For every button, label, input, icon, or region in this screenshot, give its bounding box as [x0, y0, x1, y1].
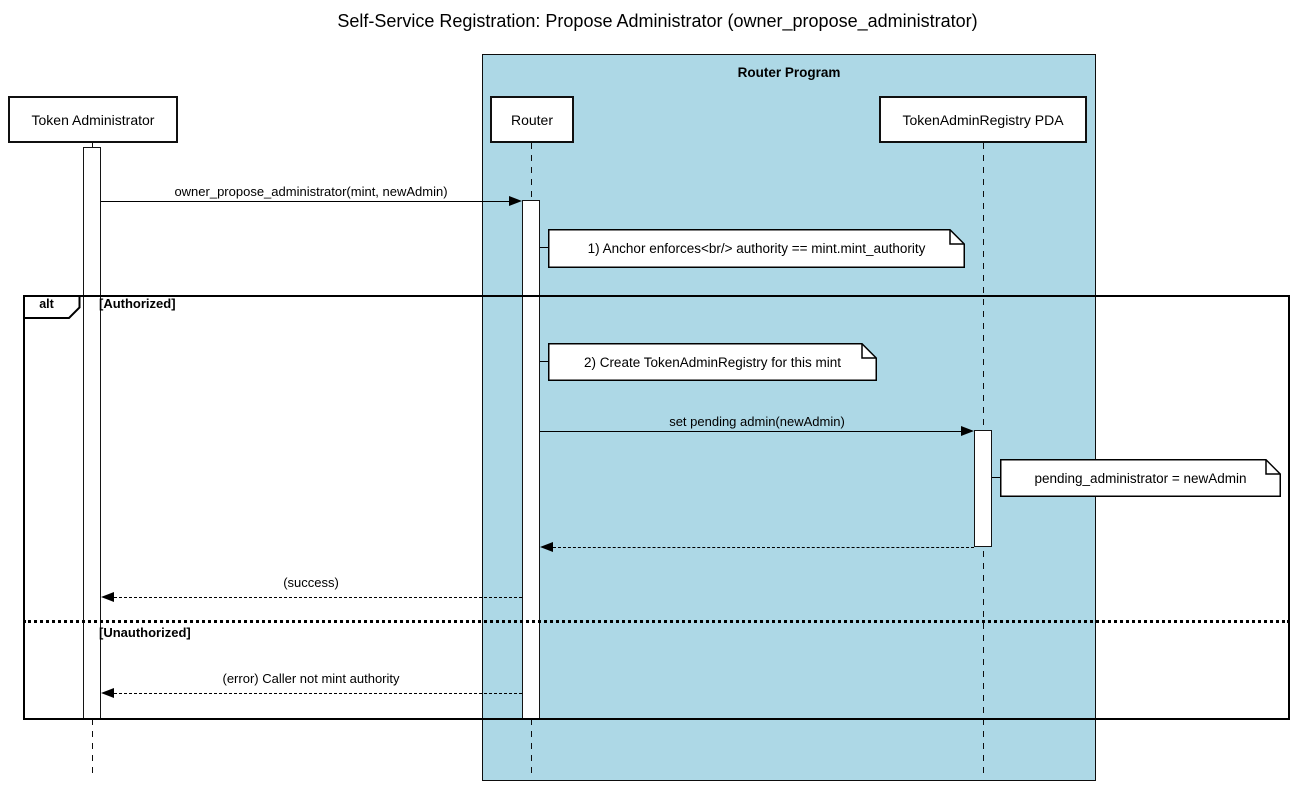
alt-frame	[23, 295, 1290, 720]
arrowhead-right-icon	[961, 426, 974, 436]
message-line-return-to-router	[553, 547, 974, 548]
note-connector	[540, 361, 548, 362]
message-line-owner-propose-administrator	[101, 201, 509, 202]
message-label-error: (error) Caller not mint authority	[222, 671, 400, 686]
arrowhead-left-icon	[101, 688, 114, 698]
note-connector	[540, 247, 548, 248]
message-label-owner-propose-administrator: owner_propose_administrator(mint, newAdm…	[174, 184, 448, 199]
message-line-set-pending-admin	[540, 431, 962, 432]
alt-guard-unauthorized: [Unauthorized]	[99, 625, 191, 640]
note-shape-icon	[548, 343, 877, 381]
router-program-group-box	[482, 54, 1096, 781]
participant-tokenadminregistry-pda: TokenAdminRegistry PDA	[879, 96, 1087, 143]
participant-tokenadminregistry-pda-label: TokenAdminRegistry PDA	[902, 111, 1064, 128]
router-program-group-label: Router Program	[737, 65, 841, 80]
note-shape-icon	[1000, 459, 1281, 497]
note-shape-icon	[548, 229, 965, 268]
note-pending-administrator-text: pending_administrator = newAdmin	[1034, 470, 1247, 486]
alt-pentagon-icon	[23, 295, 81, 319]
message-line-error	[114, 693, 522, 694]
participant-token-administrator: Token Administrator	[8, 96, 178, 143]
note-connector	[992, 477, 1000, 478]
note-create-registry-text: 2) Create TokenAdminRegistry for this mi…	[583, 354, 842, 370]
arrowhead-left-icon	[101, 592, 114, 602]
activation-tokenadminregistry-pda	[974, 430, 992, 547]
message-label-success: (success)	[283, 575, 339, 590]
participant-router: Router	[490, 96, 574, 143]
alt-guard-authorized: [Authorized]	[99, 296, 176, 311]
arrowhead-left-icon	[540, 542, 553, 552]
participant-token-administrator-label: Token Administrator	[31, 111, 155, 128]
message-label-set-pending-admin: set pending admin(newAdmin)	[669, 414, 845, 429]
diagram-title: Self-Service Registration: Propose Admin…	[337, 11, 978, 31]
participant-router-label: Router	[510, 111, 554, 128]
note-anchor-enforces: 1) Anchor enforces<br/> authority == min…	[548, 229, 965, 268]
note-create-registry: 2) Create TokenAdminRegistry for this mi…	[548, 343, 877, 381]
message-line-success	[114, 597, 522, 598]
arrowhead-right-icon	[509, 196, 522, 206]
alt-divider-line	[23, 620, 1290, 623]
note-anchor-enforces-text: 1) Anchor enforces<br/> authority == min…	[587, 241, 926, 256]
alt-operator-label: alt	[39, 297, 54, 311]
note-pending-administrator: pending_administrator = newAdmin	[1000, 459, 1281, 497]
